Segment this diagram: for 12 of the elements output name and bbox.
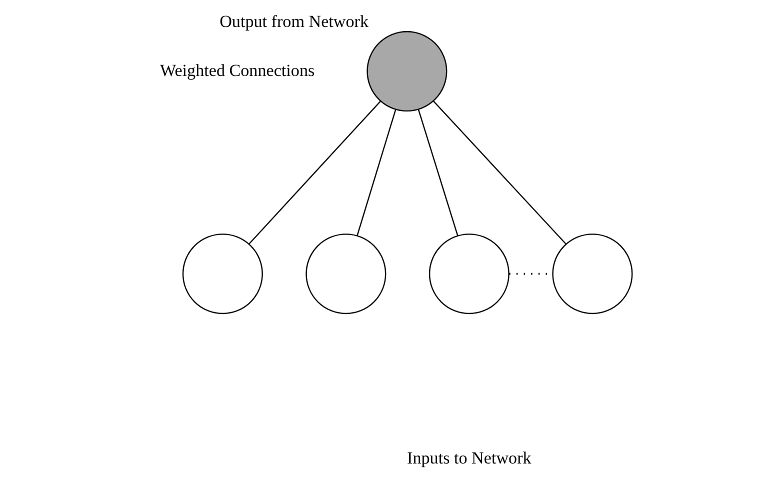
node-circle [366,30,448,112]
connector [418,109,458,236]
node-circle [552,234,633,314]
connector [248,100,381,244]
node-label: Output from Network [220,12,369,31]
connector [356,109,396,236]
node-circle [306,234,386,314]
label: Weighted Connections [160,60,315,80]
node-circle [428,234,510,314]
node-circle [182,234,263,314]
label: Inputs to Network [407,448,532,468]
connector [433,100,566,244]
